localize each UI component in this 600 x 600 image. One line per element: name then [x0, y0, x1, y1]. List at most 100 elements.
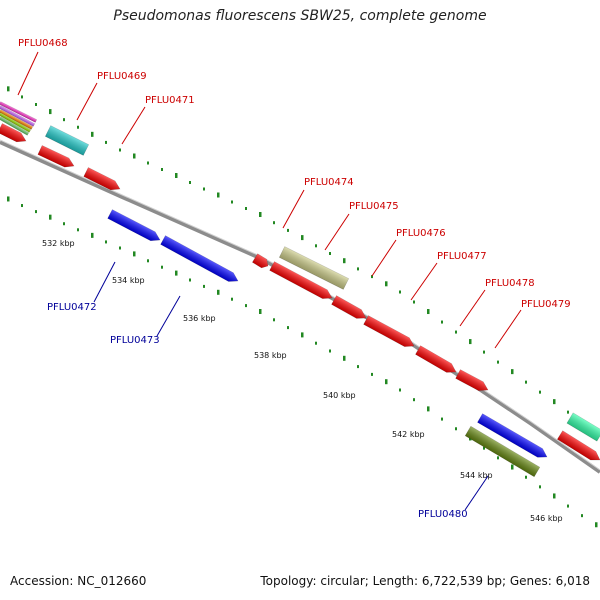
tick-dot — [133, 153, 136, 159]
label-leader-line — [410, 262, 438, 301]
tick-dot — [217, 289, 220, 295]
topology-summary: Topology: circular; Length: 6,722,539 bp… — [260, 574, 590, 588]
tick-dot — [525, 475, 527, 479]
tick-dot — [245, 207, 247, 210]
label-leader-line — [282, 189, 305, 229]
tick-dot — [161, 168, 163, 171]
tick-dot — [119, 246, 121, 250]
gene-feature — [455, 369, 489, 391]
gene-label: PFLU0468 — [18, 38, 68, 49]
tick-dot — [301, 235, 304, 241]
gene-feature — [363, 315, 415, 347]
label-leaders — [17, 51, 522, 511]
tick-dot — [91, 131, 94, 137]
tick-dot — [77, 228, 79, 232]
tick-dot — [175, 173, 178, 178]
gene-label: PFLU0478 — [485, 278, 535, 289]
gene-feature — [160, 235, 239, 282]
tick-dot — [175, 270, 178, 276]
label-leader-line — [459, 289, 486, 327]
tick-dot — [371, 372, 373, 376]
gene-label: PFLU0469 — [97, 71, 147, 82]
label-leader-line — [156, 295, 181, 337]
tick-dot — [455, 330, 457, 334]
tick-dot — [63, 222, 65, 226]
gene-label: PFLU0476 — [396, 228, 446, 239]
label-leader-line — [371, 239, 397, 277]
label-leader-line — [121, 106, 146, 145]
tick-dot — [427, 406, 430, 412]
tick-dot — [105, 240, 107, 244]
tick-dot — [567, 504, 569, 508]
gene-label: PFLU0477 — [437, 251, 487, 262]
gene-feature — [0, 116, 30, 136]
tick-dot — [385, 281, 388, 287]
tick-dot — [133, 251, 136, 257]
tick-dot — [273, 318, 275, 322]
tick-dot — [21, 95, 23, 99]
gene-label: PFLU0471 — [145, 95, 195, 106]
tick-dot — [7, 196, 10, 202]
tick-dot — [119, 148, 121, 152]
tick-dot — [399, 290, 401, 294]
tick-dot — [91, 232, 94, 238]
tick-dot — [371, 275, 373, 279]
tick-dot — [287, 228, 289, 232]
tick-dot — [259, 309, 262, 314]
gene-feature — [278, 246, 350, 290]
tick-dot — [413, 398, 415, 402]
tick-dot — [35, 210, 37, 214]
tick-dot — [511, 464, 514, 470]
tick-dot — [595, 522, 598, 528]
label-leader-line — [17, 51, 39, 96]
tick-dot — [63, 118, 65, 122]
tick-dot — [147, 259, 149, 263]
tick-dot — [343, 258, 346, 264]
gene-feature — [557, 430, 600, 461]
tick-dot — [525, 380, 527, 384]
tick-dot — [539, 390, 541, 394]
label-leader-line — [324, 213, 350, 251]
tick-dot — [147, 161, 149, 165]
gene-label: PFLU0480 — [418, 509, 468, 520]
tick-dot — [105, 140, 107, 144]
gene-feature — [464, 425, 541, 478]
gene-label: PFLU0479 — [521, 299, 571, 310]
gene-label: PFLU0472 — [47, 302, 97, 313]
tick-dot — [413, 300, 415, 304]
gene-feature — [0, 105, 36, 127]
tick-dot — [315, 244, 317, 248]
gene-feature — [0, 101, 38, 123]
tick-label: 540 kbp — [323, 391, 356, 400]
tick-dot — [203, 284, 205, 288]
tick-dot — [539, 485, 541, 489]
tick-label: 532 kbp — [42, 239, 75, 248]
gene-feature — [44, 125, 90, 156]
label-leader-line — [494, 309, 522, 349]
tick-dot — [399, 388, 401, 392]
tick-dot — [357, 267, 359, 271]
tick-label: 544 kbp — [460, 471, 493, 480]
tick-dot — [49, 109, 52, 115]
tick-dot — [469, 339, 472, 345]
tick-dot — [287, 326, 289, 330]
tick-dot — [483, 350, 485, 354]
tick-dot — [581, 514, 583, 518]
tick-dot — [7, 86, 10, 92]
gene-feature — [477, 413, 548, 458]
gene-label: PFLU0474 — [304, 177, 354, 188]
gene-labels: PFLU0468PFLU0469PFLU0471PFLU0474PFLU0475… — [18, 38, 571, 520]
feature-track — [0, 101, 600, 478]
tick-label: 542 kbp — [392, 430, 425, 439]
tick-dot — [329, 349, 331, 353]
tick-dot — [483, 446, 485, 450]
tick-dot — [553, 399, 556, 405]
gene-feature — [83, 167, 121, 191]
tick-dot — [343, 355, 346, 361]
tick-dot — [273, 221, 275, 225]
gene-feature — [0, 109, 34, 130]
tick-dot — [21, 204, 23, 208]
tick-label: 546 kbp — [530, 514, 563, 523]
